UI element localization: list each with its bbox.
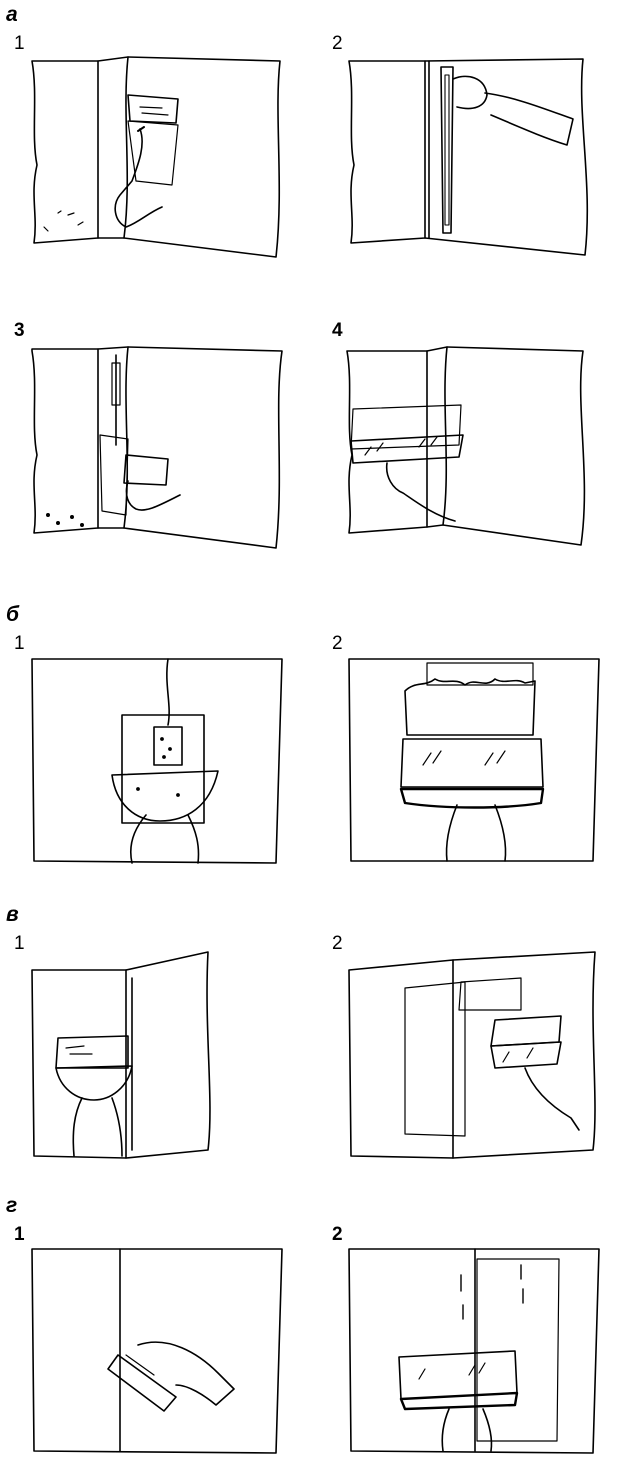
illustration-a1-joint-taping [28, 55, 290, 270]
panel-number-b2: 2 [332, 634, 343, 653]
section-letter-v: в [6, 904, 19, 925]
illustration-v2-inside-corner [345, 950, 607, 1165]
panel-number-a4: 4 [332, 321, 343, 340]
panel-number-v2: 2 [332, 934, 343, 953]
illustration-a4-smoothing-corner [345, 345, 607, 560]
illustration-g1-sanding [28, 1245, 290, 1460]
section-letter-g: г [6, 1195, 17, 1216]
section-letter-a: а [6, 4, 18, 25]
section-letter-b: б [6, 604, 19, 625]
illustration-b2-smoothing-patch [345, 655, 607, 870]
illustration-a2-applying-tape [345, 55, 607, 270]
panel-number-a1: 1 [14, 34, 25, 53]
panel-number-a2: 2 [332, 34, 343, 53]
panel-number-a3: 3 [14, 321, 25, 340]
illustration-v1-outside-corner [28, 950, 290, 1165]
illustration-a3-filling-joint [28, 345, 290, 560]
illustration-g2-final-coat [345, 1245, 607, 1460]
panel-number-v1: 1 [14, 934, 25, 953]
panel-number-g2: 2 [332, 1225, 343, 1244]
panel-number-g1: 1 [14, 1225, 25, 1244]
illustration-b1-patching [28, 655, 290, 870]
panel-number-b1: 1 [14, 634, 25, 653]
